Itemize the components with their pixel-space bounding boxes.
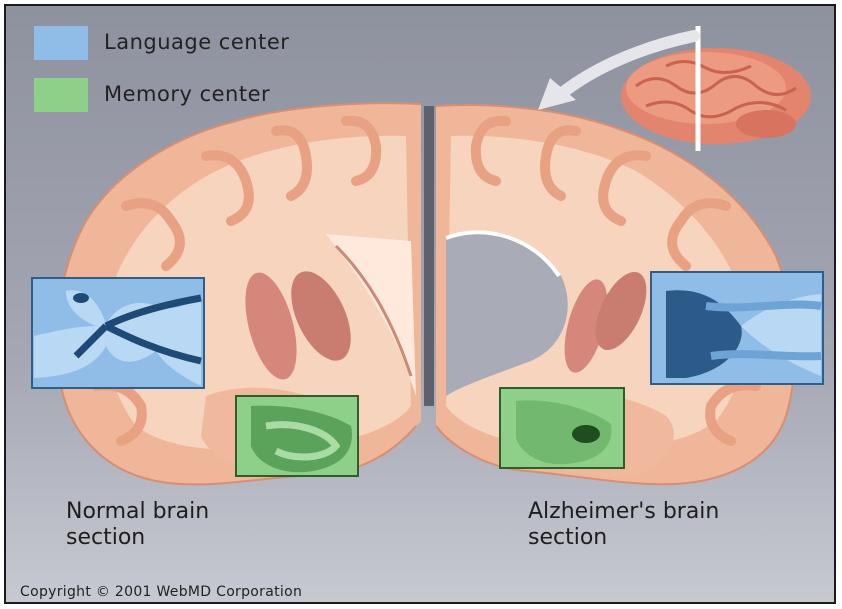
legend-label-language: Language center (104, 30, 289, 54)
brain-inset-icon (621, 48, 811, 144)
caption-normal-brain: Normal brain section (66, 499, 209, 551)
legend-swatch-language (34, 26, 88, 60)
alzheimers-language-center-box (651, 272, 823, 384)
copyright-notice: Copyright © 2001 WebMD Corporation (20, 584, 302, 600)
normal-memory-center-box (236, 396, 358, 476)
legend-swatch-memory (34, 78, 88, 112)
diagram-frame: Language center Memory center Normal bra… (4, 4, 836, 604)
center-divider (424, 106, 434, 406)
normal-language-center-box (32, 278, 204, 388)
alzheimers-memory-center-box (500, 388, 624, 468)
caption-alzheimers-brain: Alzheimer's brain section (528, 499, 719, 551)
legend-label-memory: Memory center (104, 82, 270, 106)
